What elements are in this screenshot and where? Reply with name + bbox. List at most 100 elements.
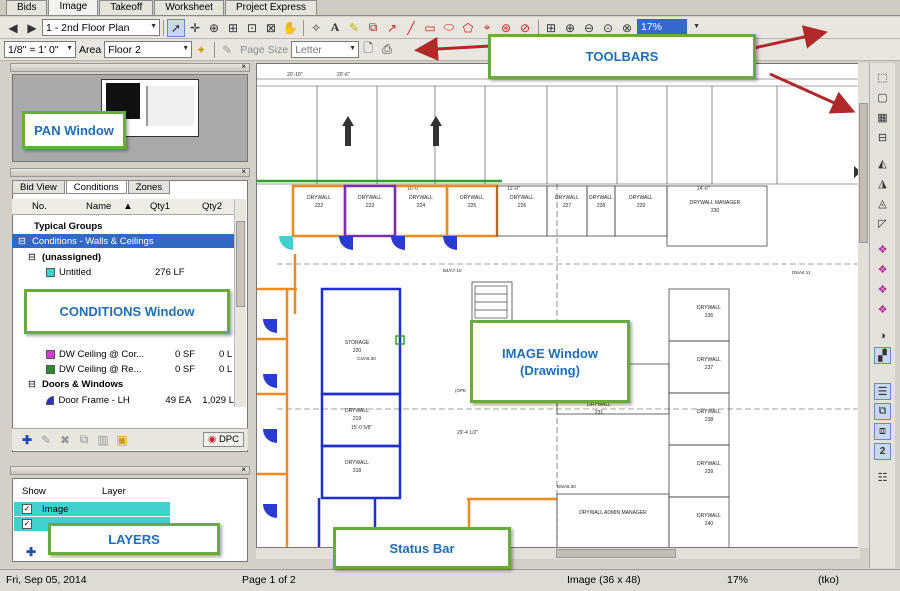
page-setup-icon[interactable]: ✎ — [222, 42, 233, 57]
close-icon[interactable]: × — [241, 167, 246, 176]
stamp-tool-icon[interactable]: ⊛ — [500, 20, 512, 35]
grid-icon[interactable]: ▦ — [877, 112, 888, 124]
vertical-scrollbar[interactable] — [858, 63, 869, 548]
scrollbar-thumb[interactable] — [556, 549, 676, 558]
zoom-rect-icon[interactable]: ⊡ — [246, 20, 258, 35]
column-qty2[interactable]: Qty2 — [202, 201, 223, 212]
cutout-icon[interactable]: ❖ — [877, 244, 888, 256]
conditions-panel-header[interactable]: × — [10, 167, 250, 177]
selected-marker[interactable] — [395, 335, 405, 345]
new-page-icon[interactable]: 🗋 — [363, 41, 373, 55]
ruler-icon[interactable]: ⊟ — [877, 132, 888, 144]
tab-conditions[interactable]: Conditions — [65, 180, 127, 194]
conditions-scrollbar[interactable] — [234, 199, 246, 407]
tile-icon[interactable]: ▞ — [874, 347, 891, 364]
zoom-dropdown-icon[interactable]: ⊗ — [621, 20, 633, 35]
column-qty1[interactable]: Qty1 — [150, 201, 171, 212]
layer-row[interactable]: ✓Image — [14, 502, 170, 516]
callout-icon[interactable]: ⧉ — [368, 20, 378, 34]
arrow-tool-icon[interactable]: ↗ — [386, 20, 398, 35]
page-two-icon[interactable]: 2 — [874, 443, 891, 460]
hyperlink-tool-icon[interactable]: ⊘ — [519, 20, 531, 35]
layers-panel-header[interactable]: × — [10, 465, 250, 475]
contrast-icon[interactable]: ◑ — [879, 329, 886, 342]
text-tool-icon[interactable]: A — [330, 20, 340, 34]
column-name[interactable]: Name — [86, 201, 112, 212]
collapse-icon[interactable]: ⊟ — [28, 378, 36, 390]
pan-hand-icon[interactable]: ✋ — [282, 20, 298, 35]
zoom-in-icon[interactable]: ⊕ — [208, 20, 220, 35]
line-tool-icon[interactable]: ╱ — [407, 20, 415, 35]
list-view-icon[interactable]: ☰ — [874, 383, 891, 400]
notes-icon[interactable]: ☷ — [877, 472, 888, 484]
close-icon[interactable]: × — [241, 62, 246, 71]
overlay-icon[interactable]: ⧉ — [874, 403, 891, 420]
zoom-minus-icon[interactable]: ⊖ — [583, 20, 595, 35]
checkbox-icon[interactable]: ✓ — [22, 519, 32, 529]
tab-worksheet[interactable]: Worksheet — [154, 0, 224, 15]
scrollbar-thumb[interactable] — [236, 221, 245, 307]
area-wand-icon[interactable]: ✦ — [196, 42, 207, 57]
split-icon[interactable]: ❖ — [877, 284, 888, 296]
ellipse-tool-icon[interactable]: ⬭ — [443, 20, 455, 34]
area-select[interactable]: Floor 2▼ — [104, 41, 193, 58]
add-condition-icon[interactable]: ✚ — [21, 432, 33, 447]
image-window[interactable]: 20'-10" 20'-6" 10'-0" 12'-0" 14'-6" 29'-… — [256, 63, 860, 548]
magic-wand-icon[interactable]: ✧ — [310, 20, 322, 35]
tab-zones[interactable]: Zones — [127, 180, 171, 194]
select-area-icon[interactable]: ⬚ — [877, 72, 888, 84]
zoom-fit-page-icon[interactable]: ⊞ — [545, 20, 557, 35]
layer-stack-icon[interactable]: ⧈ — [874, 423, 891, 440]
tab-takeoff[interactable]: Takeoff — [99, 0, 154, 15]
linear-takeoff-icon[interactable]: ◭ — [878, 158, 887, 170]
pan-panel-header[interactable]: × — [10, 62, 250, 72]
merge-icon[interactable]: ❖ — [877, 264, 888, 276]
library-icon[interactable]: ▥ — [97, 432, 109, 447]
sort-icon[interactable]: ▲ — [123, 201, 133, 212]
zoom-plus-icon[interactable]: ⊕ — [564, 20, 576, 35]
crosshair-icon[interactable]: ✛ — [189, 20, 201, 35]
slope-icon[interactable]: ◸ — [878, 218, 887, 230]
list-item[interactable]: Typical Groups — [34, 220, 103, 232]
list-item[interactable]: ⊟Doors & Windows — [28, 378, 124, 390]
tab-bids[interactable]: Bids — [6, 0, 48, 15]
forward-arrow-icon[interactable]: ▶ — [27, 20, 37, 35]
zoom-fit-icon[interactable]: ⊠ — [265, 20, 277, 35]
edit-condition-icon[interactable]: ✎ — [40, 432, 52, 447]
scrollbar-thumb[interactable] — [859, 103, 868, 243]
rectangle-tool-icon[interactable]: ▭ — [424, 20, 436, 35]
area-takeoff-icon[interactable]: ◮ — [878, 178, 887, 190]
pointer-icon[interactable]: ➚ — [167, 18, 185, 37]
list-item[interactable]: ⊟(unassigned) — [28, 251, 102, 263]
collapse-icon[interactable]: ⊟ — [18, 235, 26, 247]
page-select[interactable]: 1 - 2nd Floor Plan▼ — [42, 19, 160, 36]
count-takeoff-icon[interactable]: ◬ — [878, 198, 887, 210]
column-no[interactable]: No. — [32, 201, 47, 212]
list-item[interactable]: ⊟Conditions - Walls & Ceilings — [12, 234, 234, 248]
dpc-button[interactable]: ◉ DPC — [203, 432, 244, 447]
favorites-icon[interactable]: ▣ — [116, 432, 128, 447]
tab-project-express[interactable]: Project Express — [224, 0, 317, 15]
checkbox-icon[interactable]: ✓ — [22, 504, 32, 514]
scale-select[interactable]: 1/8" = 1' 0"▼ — [4, 41, 76, 58]
tab-image[interactable]: Image — [48, 0, 99, 15]
add-layer-icon[interactable]: ✚ — [25, 545, 37, 559]
delete-condition-icon[interactable]: ✖ — [59, 432, 71, 447]
tab-bid-view[interactable]: Bid View — [12, 180, 65, 194]
floor-plan-drawing[interactable]: 20'-10" 20'-6" 10'-0" 12'-0" 14'-6" 29'-… — [257, 64, 860, 548]
horizontal-scrollbar[interactable] — [256, 548, 860, 559]
close-icon[interactable]: × — [241, 465, 246, 474]
zoom-actual-icon[interactable]: ⊙ — [602, 20, 614, 35]
break-icon[interactable]: ❖ — [877, 304, 888, 316]
copy-condition-icon[interactable]: ⧉ — [79, 432, 89, 446]
print-icon[interactable]: ⎙ — [382, 42, 392, 56]
highlighter-icon[interactable]: ✎ — [348, 20, 360, 35]
page-size-select[interactable]: Letter▼ — [291, 41, 360, 58]
back-arrow-icon[interactable]: ◀ — [8, 20, 18, 35]
polygon-tool-icon[interactable]: ⬠ — [462, 20, 474, 35]
collapse-icon[interactable]: ⊟ — [28, 251, 36, 263]
